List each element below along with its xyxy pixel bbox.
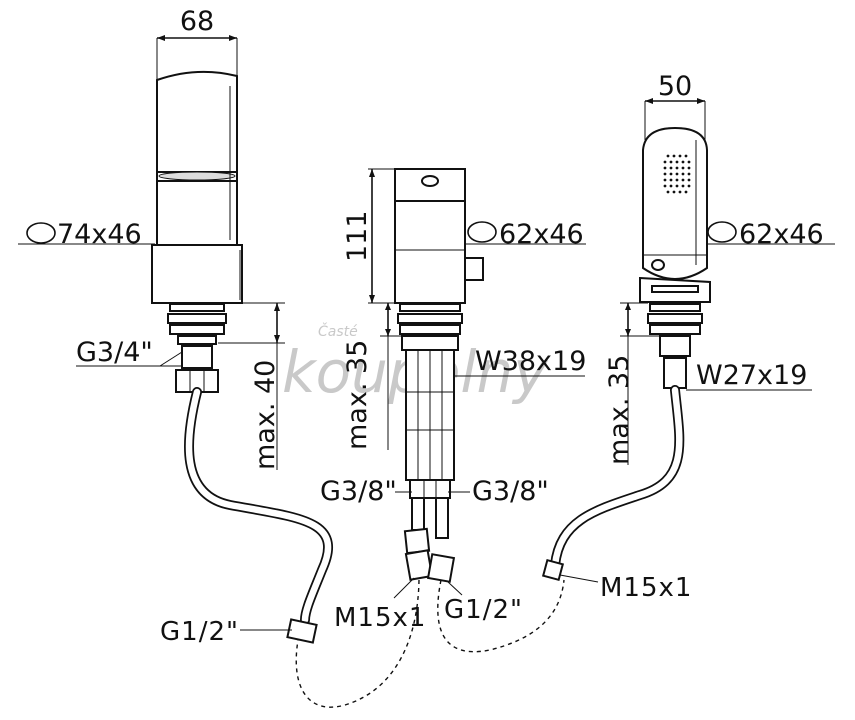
escutcheon-label-mixer: 62x46: [499, 219, 584, 250]
spout-escutcheon: [151, 244, 243, 304]
thread-label-shower-m15: M15x1: [600, 573, 692, 603]
mixer-unit: 111 62x46 max. 35 W38x19: [295, 168, 586, 708]
hose-end-nut: [286, 618, 318, 644]
thread-label-g38-right: G3/8": [472, 476, 549, 507]
max-label-spout: max. 40: [250, 360, 281, 470]
max-label-mixer: max. 35: [342, 340, 373, 450]
dim-label-68: 68: [180, 6, 214, 37]
handshower-unit: 50 62x46 max. 35: [541, 71, 835, 603]
thread-label-mixer-g12: G1/2": [444, 595, 523, 625]
shower-nut-w27: [659, 335, 691, 357]
thread-label-mixer-m15: M15x1: [334, 603, 426, 633]
dashed-hose-route-right: [437, 579, 565, 653]
inlet-connector: [409, 479, 451, 499]
oval-icon: [26, 222, 56, 244]
thread-label-hose-g12: G1/2": [160, 617, 239, 647]
spout-body: [156, 70, 238, 246]
mixer-nut-w38: [401, 335, 459, 351]
mixer-outlet-nut: [426, 553, 456, 583]
dashed-hose-route-left: [295, 579, 420, 708]
oval-icon: [467, 221, 497, 243]
wrench-label-w38: W38x19: [475, 346, 586, 377]
wrench-label-w27: W27x19: [696, 360, 807, 391]
diverter-knob: [464, 257, 484, 281]
dim-label-111: 111: [342, 210, 373, 262]
spray-nozzles: [663, 154, 691, 194]
thread-label-g34: G3/4": [76, 337, 153, 368]
shower-hose-end: [541, 558, 565, 582]
dim-label-50: 50: [658, 71, 692, 102]
spout-unit: 68 74x46 G3/4" max. 40: [18, 6, 333, 647]
mixer-body: [394, 200, 466, 304]
handshower-body: [642, 126, 708, 280]
oval-icon: [707, 221, 737, 243]
escutcheon-label-spout: 74x46: [57, 219, 142, 250]
escutcheon-label-shower: 62x46: [739, 219, 824, 250]
max-label-shower: max. 35: [604, 355, 635, 465]
watermark-small: Časté: [318, 322, 358, 340]
thread-label-g38-left: G3/8": [320, 476, 397, 507]
